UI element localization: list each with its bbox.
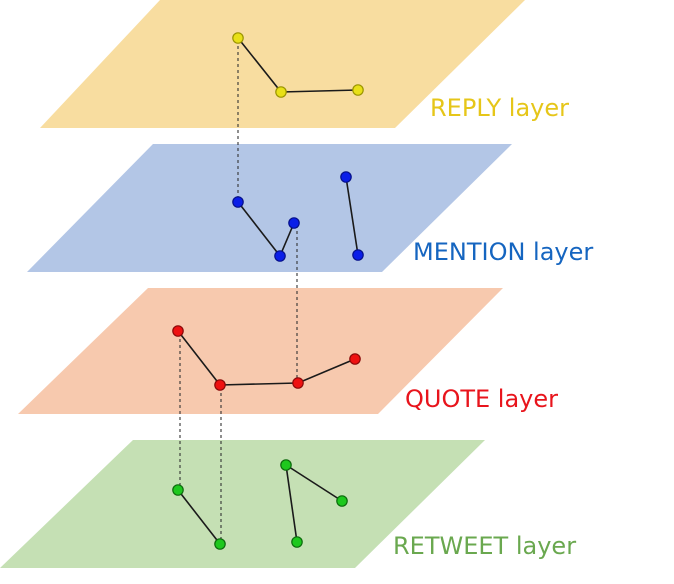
reply-layer-label: REPLY layer	[430, 94, 569, 122]
retweet-edge-1	[177, 489, 221, 545]
mention-layer-label: MENTION layer	[413, 238, 593, 266]
mention-node-5	[352, 249, 364, 261]
quote-node-4	[349, 353, 361, 365]
retweet-node-3	[280, 459, 292, 471]
mention-edge-3	[345, 176, 359, 256]
mention-node-4	[340, 171, 352, 183]
quote-layer-plane	[18, 288, 503, 414]
mention-node-2	[274, 250, 286, 262]
mention-edge-1	[237, 201, 281, 257]
mention-node-3	[288, 217, 300, 229]
reply-node-3	[352, 84, 364, 96]
retweet-node-2	[214, 538, 226, 550]
mention-edge-2	[279, 222, 295, 257]
retweet-node-4	[336, 495, 348, 507]
quote-edge-1	[177, 330, 221, 386]
quote-node-3	[292, 377, 304, 389]
reply-node-2	[275, 86, 287, 98]
retweet-layer-label: RETWEET layer	[393, 532, 576, 560]
reply-edge-1	[237, 37, 282, 93]
retweet-node-1	[172, 484, 184, 496]
quote-edge-3	[297, 358, 356, 384]
mention-layer-plane	[27, 144, 512, 272]
retweet-edge-2	[285, 464, 343, 502]
reply-node-1	[232, 32, 244, 44]
quote-node-1	[172, 325, 184, 337]
quote-edge-2	[219, 382, 299, 386]
mention-node-1	[232, 196, 244, 208]
retweet-node-5	[291, 536, 303, 548]
quote-node-2	[214, 379, 226, 391]
retweet-edge-3	[285, 464, 298, 543]
reply-edge-2	[280, 89, 359, 93]
reply-layer-plane	[40, 0, 525, 128]
retweet-layer-plane	[0, 440, 485, 568]
quote-layer-label: QUOTE layer	[405, 385, 558, 413]
